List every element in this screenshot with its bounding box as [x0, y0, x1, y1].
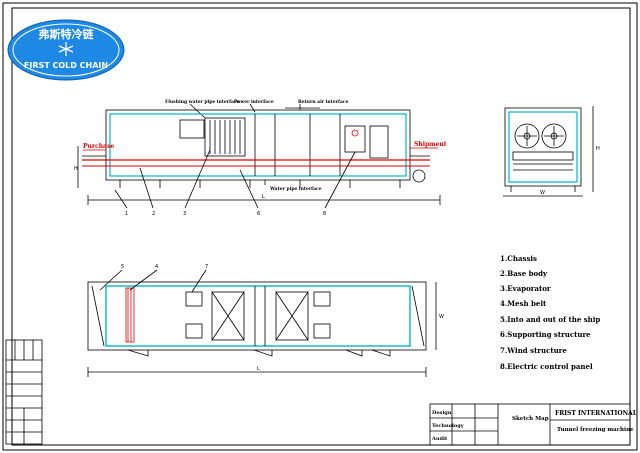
- logo-english-text: FIRST COLD CHAIN: [24, 61, 108, 70]
- label-purchase: Purchase: [83, 143, 114, 150]
- role-technology: Technology: [432, 423, 465, 429]
- inner-frame: [11, 7, 631, 446]
- part-num-7: 7: [205, 264, 208, 270]
- label-shipment: Shipment: [414, 141, 447, 148]
- dim-side-H: H: [74, 166, 78, 172]
- top-outline: [87, 281, 427, 351]
- snowflake-icon: [58, 42, 74, 56]
- part-num-5: 5: [121, 264, 124, 270]
- freezer-body-side: [105, 109, 411, 181]
- insulation-lining: [109, 113, 407, 177]
- drive-motor: [412, 169, 426, 183]
- drawing-name: Sketch Map: [512, 416, 549, 422]
- legend-item-3: 3.Evaporator: [500, 284, 551, 293]
- top-fan-2: [185, 323, 203, 339]
- end-body: [504, 107, 582, 187]
- legend-item-5: 5.Into and out of the ship: [500, 315, 600, 324]
- part-num-3: 3: [183, 211, 186, 217]
- fan-unit-1: [179, 119, 205, 139]
- dim-side-L: L: [262, 194, 265, 200]
- callout-water-pipe: Water pipe interface: [269, 186, 322, 192]
- company-logo: 弗斯特冷链 FIRST COLD CHAIN: [7, 19, 125, 81]
- top-fan-1: [185, 291, 203, 307]
- end-fan-left: [514, 123, 540, 149]
- part-num-2: 2: [152, 211, 155, 217]
- role-audit: Audit: [431, 436, 448, 442]
- dim-top-W: W: [439, 314, 444, 320]
- dim-top-L: L: [257, 366, 260, 372]
- legend-item-1: 1.Chassis: [500, 254, 537, 263]
- legend-item-6: 6.Supporting structure: [500, 330, 591, 339]
- dim-end-W: W: [540, 190, 545, 196]
- revision-table: [5, 339, 43, 445]
- top-fan-3: [313, 291, 331, 307]
- evaporator-side: [204, 117, 246, 157]
- legend-item-8: 8.Electric control panel: [500, 362, 593, 371]
- dim-end-H: H: [596, 146, 600, 152]
- callout-power: Power interface: [234, 99, 274, 105]
- part-num-6: 6: [257, 211, 260, 217]
- callout-flushing-water: Flushing water pipe interface: [165, 99, 240, 105]
- part-num-1: 1: [125, 211, 128, 217]
- legend-item-7: 7.Wind structure: [500, 346, 567, 355]
- mesh-belt-top: [125, 287, 135, 343]
- role-design: Design: [432, 410, 452, 416]
- part-num-4: 4: [155, 264, 158, 270]
- side-view: Flushing water pipe interface Power inte…: [74, 99, 447, 217]
- callout-return-air: Return air interface: [298, 99, 349, 105]
- legend-item-4: 4.Mesh belt: [500, 299, 547, 308]
- machine-name: Tunnel freezing machine: [557, 427, 634, 433]
- logo-chinese-text: 弗斯特冷链: [39, 27, 95, 41]
- part-num-8: 8: [323, 211, 326, 217]
- top-fan-4: [313, 323, 331, 339]
- parts-legend: 1.Chassis 2.Base body 3.Evaporator 4.Mes…: [500, 254, 600, 371]
- legend-item-2: 2.Base body: [500, 269, 548, 278]
- door-side: [369, 125, 389, 159]
- top-insulation: [105, 285, 411, 347]
- end-fan-right: [541, 123, 567, 149]
- company-name: FRIST INTERNATIONAL: [555, 410, 638, 417]
- top-view: L W 5 4 7: [87, 264, 444, 377]
- end-view: W H: [503, 106, 600, 197]
- title-block: Design Technology Audit Sketch Map FRIST…: [429, 403, 638, 446]
